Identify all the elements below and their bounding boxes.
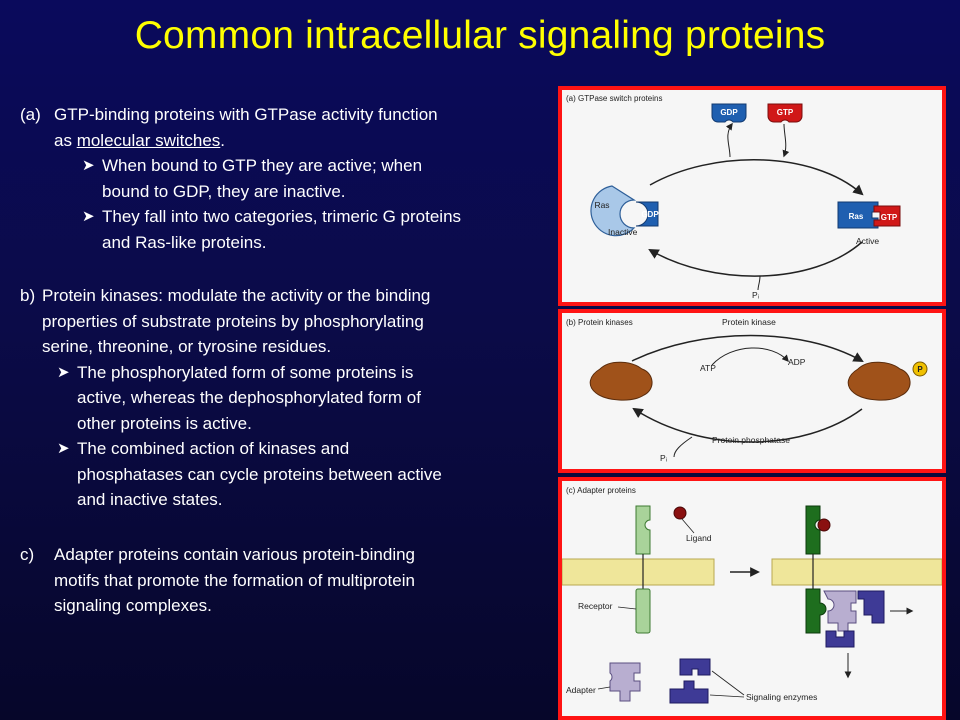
adapter-protein-diagram: (c) Adapter proteins Ligand Receptor bbox=[562, 486, 942, 704]
free-gtp-shape: GTP bbox=[767, 103, 803, 123]
svg-text:Ras: Ras bbox=[849, 212, 864, 221]
slide-title: Common intracellular signaling proteins bbox=[134, 14, 826, 57]
section-c: c) Adapter proteins contain various prot… bbox=[20, 542, 555, 619]
section-b-label: b) bbox=[20, 286, 36, 305]
section-a-bullet-1: ➤ When bound to GTP they are active; whe… bbox=[20, 153, 560, 204]
receptor-inactive bbox=[635, 505, 651, 634]
section-b-bullet-2: ➤ The combined action of kinases and pho… bbox=[20, 436, 555, 513]
active-label: Active bbox=[856, 236, 879, 246]
protein-kinase-label: Protein kinase bbox=[722, 317, 776, 327]
free-adapter bbox=[609, 662, 641, 702]
receptor-active bbox=[805, 505, 831, 634]
section-a-bullet-2: ➤ They fall into two categories, trimeri… bbox=[20, 204, 560, 255]
membrane-left bbox=[562, 558, 715, 586]
free-enzyme-1 bbox=[679, 658, 711, 676]
pi-release-line bbox=[757, 275, 761, 291]
activation-arrow bbox=[649, 159, 864, 196]
enzyme-bound-bottom bbox=[825, 630, 855, 648]
svg-text:P: P bbox=[917, 365, 923, 374]
enzyme-bound-right bbox=[857, 590, 885, 624]
section-c-label: c) bbox=[20, 545, 35, 564]
phosphorylation-arrow bbox=[631, 334, 864, 363]
hydrolysis-arrow bbox=[648, 241, 863, 277]
atp-label: ATP bbox=[700, 363, 716, 373]
atp-to-adp-arrow bbox=[711, 347, 789, 366]
substrate-unphosphorylated bbox=[589, 361, 653, 401]
arrowhead-bullet-icon: ➤ bbox=[57, 439, 70, 457]
arrowhead-bullet-icon: ➤ bbox=[82, 156, 95, 174]
pi-release-line bbox=[673, 436, 693, 458]
panel-b-title: (b) Protein kinases bbox=[566, 318, 633, 327]
panel-c-title: (c) Adapter proteins bbox=[566, 486, 636, 495]
inactive-label: Inactive bbox=[608, 227, 638, 237]
adp-label: ADP bbox=[788, 357, 806, 367]
section-a-line2: as molecular switches. bbox=[54, 130, 226, 150]
panel-adapter-proteins: (c) Adapter proteins Ligand Receptor bbox=[558, 477, 946, 720]
panel-a-title: (a) GTPase switch proteins bbox=[566, 94, 662, 103]
arrowhead-bullet-icon: ➤ bbox=[82, 207, 95, 225]
membrane-right bbox=[771, 558, 942, 586]
svg-text:GDP: GDP bbox=[641, 210, 659, 219]
ligand-label: Ligand bbox=[686, 533, 712, 543]
ras-gdp-inactive: Ras GDP bbox=[590, 185, 659, 237]
section-a-line1: GTP-binding proteins with GTPase activit… bbox=[54, 105, 438, 124]
section-a: (a) GTP-binding proteins with GTPase act… bbox=[20, 102, 560, 255]
adapter-label: Adapter bbox=[566, 685, 596, 695]
panel-protein-kinases: (b) Protein kinases Protein kinase ATP A… bbox=[558, 309, 946, 473]
gtpase-switch-diagram: (a) GTPase switch proteins GDP GTP Ras G… bbox=[566, 94, 901, 300]
ligand-icon bbox=[673, 506, 687, 520]
svg-text:Ras: Ras bbox=[594, 200, 609, 210]
molecular-switches-term: molecular switches bbox=[76, 130, 221, 150]
pi-label: Pᵢ bbox=[752, 290, 759, 300]
arrowhead-bullet-icon: ➤ bbox=[57, 362, 70, 381]
receptor-label: Receptor bbox=[578, 601, 613, 611]
ras-gtp-active: Ras GTP bbox=[837, 201, 901, 229]
substrate-phosphorylated bbox=[847, 361, 911, 401]
section-b-bullet-1: ➤ The phosphorylated form of some protei… bbox=[20, 360, 555, 437]
free-gdp-shape: GDP bbox=[711, 103, 747, 123]
section-b: b) Protein kinases: modulate the activit… bbox=[20, 283, 555, 513]
svg-text:GDP: GDP bbox=[720, 108, 738, 117]
gdp-release-arrow bbox=[725, 122, 733, 158]
svg-text:GTP: GTP bbox=[881, 213, 898, 222]
protein-phosphatase-label: Protein phosphatase bbox=[712, 435, 790, 445]
panel-gtpase-switch: (a) GTPase switch proteins GDP GTP Ras G… bbox=[558, 86, 946, 306]
gtp-binding-arrow bbox=[782, 123, 790, 158]
protein-kinase-diagram: (b) Protein kinases Protein kinase ATP A… bbox=[566, 317, 928, 463]
free-enzyme-2 bbox=[669, 680, 709, 704]
signaling-enzymes-label: Signaling enzymes bbox=[746, 692, 817, 702]
phosphate-group-icon bbox=[912, 361, 928, 377]
adapter-bound bbox=[823, 590, 857, 632]
svg-text:GTP: GTP bbox=[777, 108, 794, 117]
pi-label: Pᵢ bbox=[660, 453, 667, 463]
section-a-label: (a) bbox=[20, 105, 41, 124]
dephosphorylation-arrow bbox=[632, 407, 863, 443]
